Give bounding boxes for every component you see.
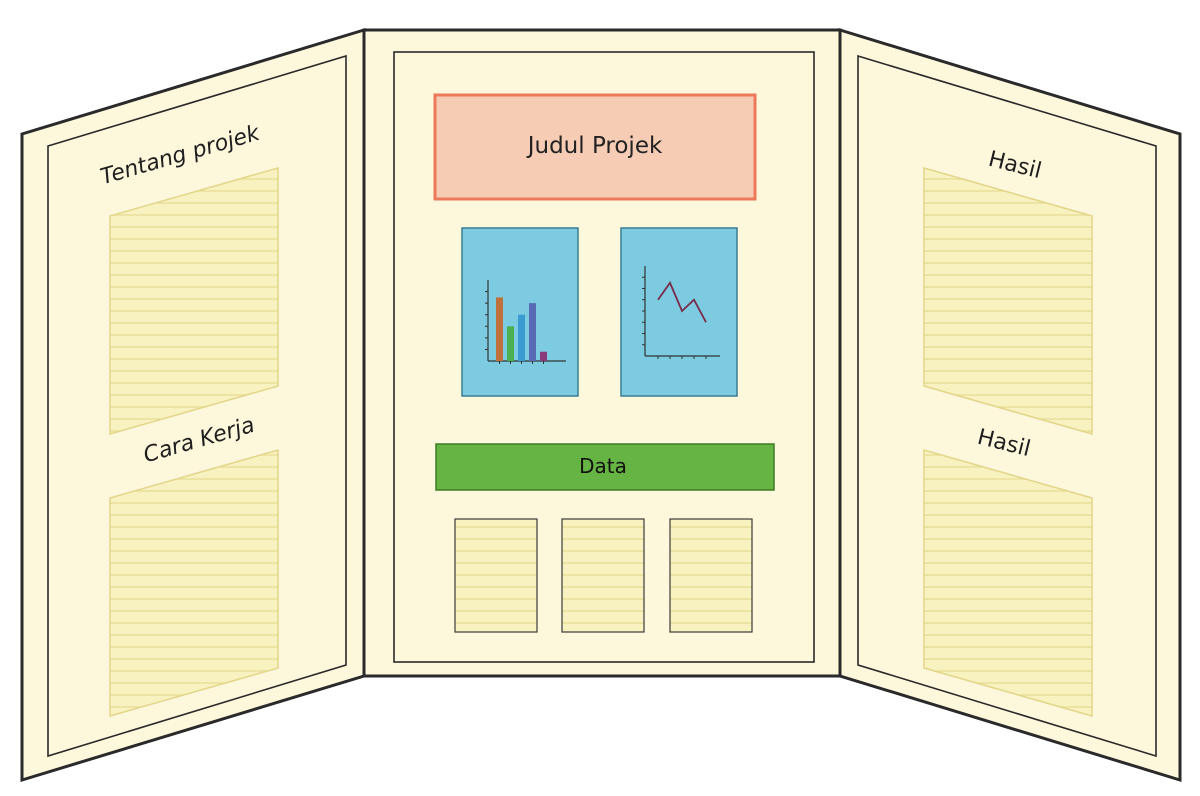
- project-title: Judul Projek: [526, 133, 663, 159]
- results-paper-top: [923, 167, 1093, 435]
- bar-chart-bar: [518, 314, 525, 361]
- bar-chart-bar: [540, 351, 547, 361]
- left-panel: Tentang projek Cara Kerja: [20, 27, 366, 783]
- data-banner: Data: [435, 443, 775, 491]
- results-paper-bottom: [923, 449, 1093, 717]
- bar-chart-bar: [507, 326, 514, 361]
- data-sheet-3: [669, 518, 753, 633]
- bar-chart-card: [461, 227, 579, 397]
- line-chart-series: [657, 281, 707, 323]
- about-project-paper: [109, 167, 279, 435]
- bar-chart-bar: [496, 297, 503, 361]
- data-sheet-2: [561, 518, 645, 633]
- method-paper: [109, 449, 279, 717]
- data-sheet-1: [454, 518, 538, 633]
- center-panel: Judul Projek Data: [362, 28, 842, 678]
- project-title-box: Judul Projek: [433, 93, 757, 201]
- bar-chart-bar: [529, 303, 536, 361]
- right-panel: Hasil Hasil: [838, 27, 1182, 783]
- line-chart-card: [620, 227, 738, 397]
- data-label: Data: [579, 454, 627, 478]
